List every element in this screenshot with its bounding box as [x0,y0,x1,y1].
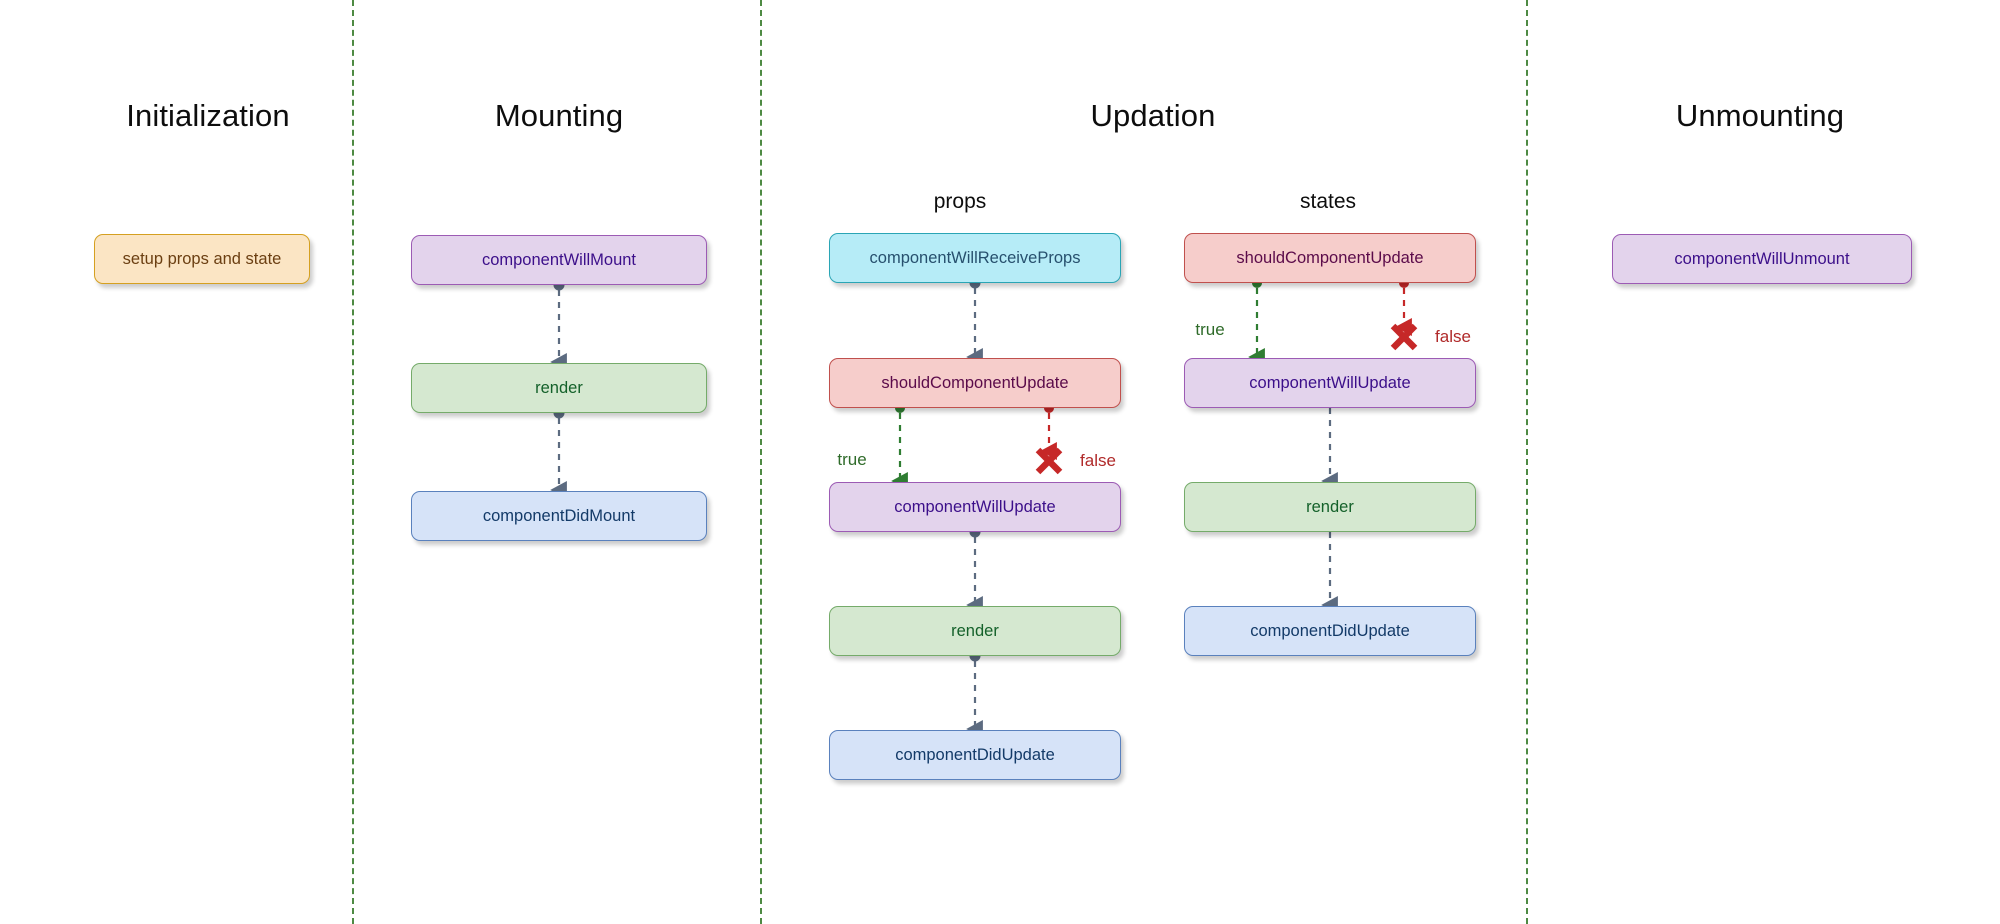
phase-title-initialization: Initialization [126,98,290,133]
node-mounting-component-will-mount[interactable]: componentWillMount [411,235,707,285]
connector-mount-render-to-didmount [550,407,567,500]
connector-states-should-false [1395,278,1412,337]
node-states-render[interactable]: render [1184,482,1476,532]
node-props-component-did-update[interactable]: componentDidUpdate [829,730,1121,780]
connector-props-receive-to-should [966,277,983,367]
phase-title-updation: Updation [1090,98,1216,133]
phase-title-mounting: Mounting [494,98,624,133]
node-props-should-component-update[interactable]: shouldComponentUpdate [829,358,1121,408]
divider-1 [352,0,354,924]
sub-title-states: states [1299,190,1357,213]
connector-states-should-true [1248,278,1265,367]
branch-label-props-true-label: true [837,450,867,469]
connector-props-willupdate-to-render [966,526,983,615]
connector-props-should-false [1040,403,1057,461]
node-props-component-will-receive-props[interactable]: componentWillReceiveProps [829,233,1121,283]
node-states-should-component-update[interactable]: shouldComponentUpdate [1184,233,1476,283]
phase-title-unmounting: Unmounting [1675,98,1845,133]
node-mounting-component-did-mount[interactable]: componentDidMount [411,491,707,541]
divider-2 [760,0,762,924]
node-props-component-will-update[interactable]: componentWillUpdate [829,482,1121,532]
connector-props-render-to-didupdate [966,650,983,739]
node-states-component-will-update[interactable]: componentWillUpdate [1184,358,1476,408]
sub-title-props: props [933,190,987,213]
node-props-render[interactable]: render [829,606,1121,656]
cross-icon-props-false-cross [1035,447,1063,475]
node-setup-props-and-state[interactable]: setup props and state [94,234,310,284]
branch-label-states-false-label: false [1435,327,1471,346]
node-unmounting-component-will-unmount[interactable]: componentWillUnmount [1612,234,1912,284]
connector-mount-willmount-to-render [550,279,567,372]
cross-icon-states-false-cross [1390,323,1418,351]
node-mounting-render[interactable]: render [411,363,707,413]
divider-3 [1526,0,1528,924]
connector-props-should-true [891,403,908,491]
branch-label-states-true-label: true [1195,320,1225,339]
branch-label-props-false-label: false [1080,451,1116,470]
node-states-component-did-update[interactable]: componentDidUpdate [1184,606,1476,656]
